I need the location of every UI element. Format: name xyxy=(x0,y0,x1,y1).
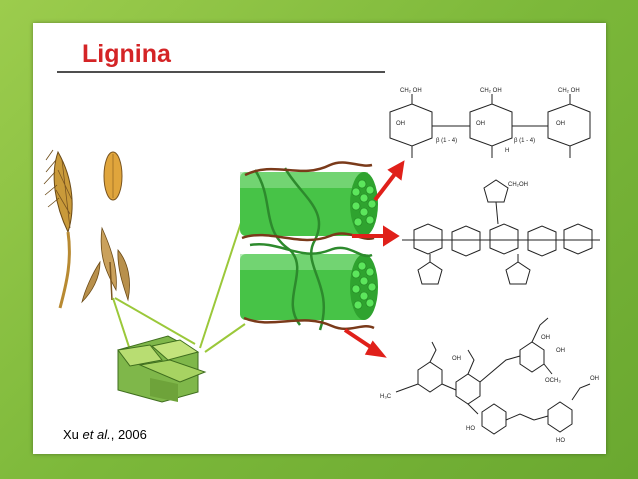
cellulose-label: OH xyxy=(476,121,485,127)
lignin-labels: OH OH OH OH OCH₃ H₃C HO HO xyxy=(380,335,599,444)
wheat-plant-icon xyxy=(43,149,130,309)
cellulose-label: OH xyxy=(556,121,565,127)
cellulose-labels: CH₂ OH CH₂ OH CH₂ OH β (1 - 4) β (1 - 4)… xyxy=(396,88,580,154)
citation-year: , 2006 xyxy=(110,427,147,442)
title-underline xyxy=(57,71,385,73)
lignin-structure xyxy=(395,317,591,435)
cellulose-label: OH xyxy=(396,121,405,127)
slide-title: Lignina xyxy=(82,40,171,68)
magnification-lines xyxy=(112,179,256,353)
lignin-label: OH xyxy=(556,348,565,354)
cellulose-label: CH₂ OH xyxy=(480,88,502,94)
lignin-label: OH xyxy=(452,356,461,362)
lignin-label: HO xyxy=(466,426,475,432)
citation-author: Xu xyxy=(63,427,79,442)
lignin-label: H₃C xyxy=(380,394,392,400)
cellulose-label: H xyxy=(505,148,509,154)
lignin-label: OCH₃ xyxy=(545,378,561,384)
citation-etal: et al. xyxy=(82,427,111,442)
hemicellulose-label: CH₂OH xyxy=(508,182,528,188)
lignin-label: OH xyxy=(590,376,599,382)
cellulose-label: CH₂ OH xyxy=(558,88,580,94)
cell-block-icon xyxy=(117,335,207,403)
cellulose-structure xyxy=(389,94,591,158)
cellulose-label: β (1 - 4) xyxy=(514,138,535,144)
cellulose-label: β (1 - 4) xyxy=(436,138,457,144)
arrow-icon xyxy=(343,160,405,358)
cellulose-label: CH₂ OH xyxy=(400,88,422,94)
hemicellulose-structure xyxy=(402,179,600,285)
lignin-label: OH xyxy=(541,335,550,341)
lignin-label: HO xyxy=(556,438,565,444)
fiber-bundle-icon xyxy=(240,161,378,331)
citation: Xu et al., 2006 xyxy=(63,427,147,442)
